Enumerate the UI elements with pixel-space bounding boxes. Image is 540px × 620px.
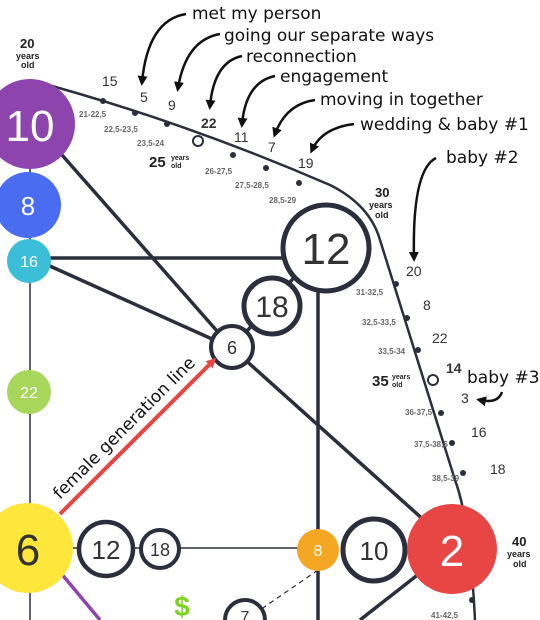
age-label-30: 30 years old [369, 185, 393, 220]
path-number: 22 [432, 330, 448, 346]
age-label-25: 25 years old [149, 154, 189, 171]
path-number: 20 [406, 263, 422, 279]
svg-text:18: 18 [150, 540, 170, 560]
path-number: 22 [201, 115, 217, 131]
svg-text:25: 25 [149, 154, 166, 171]
svg-text:12: 12 [302, 225, 351, 274]
female-generation-arrow [58, 357, 217, 516]
path-number: 9 [168, 97, 176, 113]
path-number: 18 [490, 461, 506, 477]
svg-text:years: years [369, 200, 393, 210]
path-number: 14 [446, 360, 462, 376]
svg-text:old: old [513, 559, 527, 569]
svg-text:old: old [392, 382, 403, 389]
circle-16-cyan: 16 [7, 239, 51, 283]
circle-6-small: 6 [209, 324, 255, 370]
circle-8-orange: 8 [297, 529, 339, 571]
annotation-reconnection: reconnection [246, 47, 357, 67]
range-label: 27,5-28,5 [235, 181, 269, 190]
annotation-baby2: baby #2 [446, 148, 519, 168]
arrow-baby2 [408, 156, 437, 262]
circle-18-row: 18 [139, 528, 181, 570]
milestone-25-marker [192, 135, 204, 147]
svg-text:years: years [392, 374, 410, 381]
age-label-35: 35 years old [372, 373, 410, 390]
arrow-engagement [237, 74, 276, 128]
path-number: 11 [234, 129, 249, 145]
svg-text:6: 6 [227, 338, 237, 358]
svg-text:old: old [171, 163, 182, 170]
circle-22-green: 22 [7, 370, 51, 414]
svg-text:16: 16 [20, 254, 38, 271]
svg-text:7: 7 [241, 609, 250, 620]
circle-10-purple: 10 [0, 79, 75, 169]
arrow-baby3 [476, 391, 504, 407]
svg-text:old: old [375, 210, 389, 220]
svg-text:22: 22 [20, 385, 38, 402]
range-label: 22,5-23,5 [104, 125, 138, 134]
svg-text:6: 6 [16, 526, 40, 575]
svg-text:18: 18 [255, 291, 288, 324]
circle-18-mid: 18 [241, 275, 303, 337]
range-label: 32,5-33,5 [362, 318, 396, 327]
svg-text:8: 8 [314, 543, 323, 560]
path-number: 7 [268, 139, 276, 155]
range-label: 38,5-39 [432, 474, 460, 483]
annotation-separate: going our separate ways [224, 26, 434, 46]
svg-text:12: 12 [92, 535, 121, 565]
dollar-sign-icon: $ [174, 591, 190, 620]
path-number: 15 [102, 73, 118, 89]
range-label: 33,5-34 [378, 347, 406, 356]
svg-text:years: years [16, 51, 40, 61]
path-number: 8 [423, 297, 431, 313]
path-number: 3 [461, 390, 469, 406]
svg-text:years: years [507, 549, 531, 559]
age-label-40: 40 years old [507, 534, 531, 569]
range-label: 41-42,5 [431, 611, 459, 620]
path-number: 16 [471, 424, 487, 440]
circle-12-row: 12 [76, 519, 136, 579]
svg-text:20: 20 [20, 36, 34, 51]
svg-text:10: 10 [360, 536, 389, 566]
arrow-reconnection [205, 54, 243, 110]
svg-text:years: years [171, 155, 189, 162]
range-label: 23,5-24 [137, 139, 165, 148]
range-label: 26-27,5 [205, 167, 233, 176]
age-label-20: 20 years old [16, 36, 40, 70]
circle-2-red: 2 [407, 504, 497, 594]
svg-text:2: 2 [440, 527, 464, 576]
range-label: 31-32,5 [356, 288, 384, 297]
annotation-met: met my person [192, 4, 321, 24]
milestone-35-marker [427, 374, 439, 386]
path-number: 5 [140, 89, 148, 105]
circle-8-blue: 8 [0, 172, 61, 238]
circle-6-yellow: 6 [0, 503, 73, 593]
svg-text:40: 40 [512, 534, 526, 549]
annotation-wedding: wedding & baby #1 [360, 115, 529, 135]
svg-text:old: old [21, 60, 35, 70]
path-dots [100, 98, 475, 603]
circle-7-bottom: 7 [223, 598, 267, 620]
arrow-wedding [309, 122, 355, 154]
annotation-engagement: engagement [280, 67, 388, 87]
circle-12-big: 12 [280, 202, 372, 294]
range-label: 37,5-38,5 [414, 440, 448, 449]
range-label: 21-22,5 [79, 110, 107, 119]
arrow-met [137, 12, 187, 86]
range-label: 28,5-29 [269, 196, 297, 205]
circle-10-row: 10 [340, 516, 408, 584]
annotation-moving: moving in together [320, 90, 483, 110]
path-number: 19 [298, 155, 314, 171]
annotation-baby3: baby #3 [467, 368, 540, 388]
range-label: 36-37,5 [405, 408, 433, 417]
female-generation-label: female generation line [49, 353, 199, 503]
svg-text:30: 30 [375, 185, 389, 200]
svg-text:8: 8 [21, 191, 35, 221]
svg-text:10: 10 [6, 102, 55, 151]
arrow-moving [272, 98, 316, 138]
svg-text:35: 35 [372, 373, 389, 390]
arrow-separate [174, 32, 221, 92]
